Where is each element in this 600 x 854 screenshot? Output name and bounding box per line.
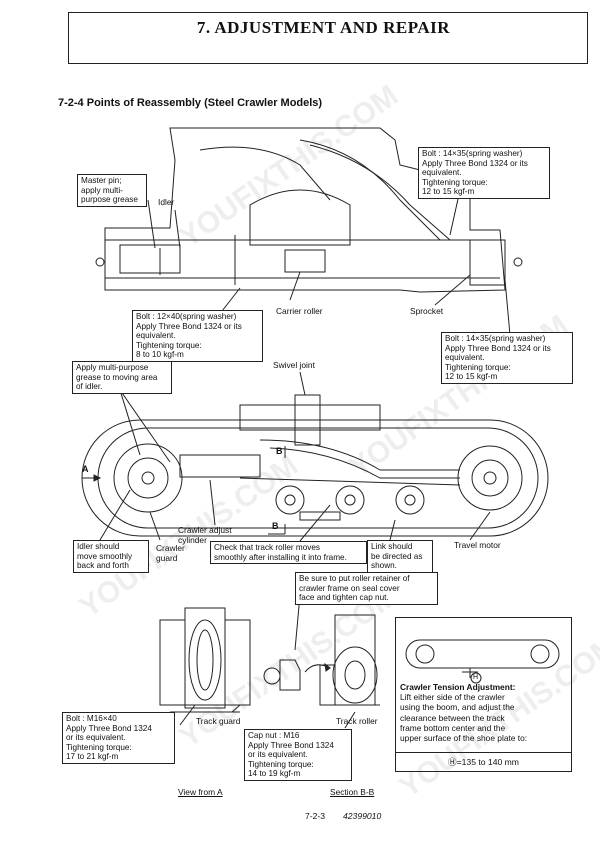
callout-bolt-m16: Bolt : M16×40 Apply Three Bond 1324 or i… bbox=[62, 712, 175, 764]
tension-heading: Crawler Tension Adjustment: bbox=[400, 682, 516, 692]
callout-bolt-top-right: Bolt : 14×35(spring washer) Apply Three … bbox=[418, 147, 550, 199]
page-number: 7-2-3 bbox=[305, 811, 326, 821]
callout-master-pin: Master pin; apply multi- purpose grease bbox=[77, 174, 147, 207]
tension-adjustment-box bbox=[395, 617, 572, 772]
label-idler: Idler bbox=[158, 197, 175, 207]
document-number: 42399010 bbox=[343, 811, 382, 821]
callout-apply-grease: Apply multi-purpose grease to moving are… bbox=[72, 361, 172, 394]
label-track-roller: Track roller bbox=[336, 716, 378, 726]
tension-formula: Ⓗ=135 to 140 mm bbox=[396, 752, 571, 770]
label-travel-motor: Travel motor bbox=[454, 540, 501, 550]
callout-idler-should: Idler should move smoothly back and fort… bbox=[73, 540, 149, 573]
arrow-a-label: A bbox=[82, 464, 89, 474]
label-swivel-joint: Swivel joint bbox=[273, 360, 315, 370]
label-crawler-adjust-cylinder: Crawler adjust cylinder bbox=[178, 525, 232, 545]
label-carrier-roller: Carrier roller bbox=[276, 306, 323, 316]
arrow-b-label-bottom: B bbox=[272, 521, 279, 531]
callout-bolt-right: Bolt : 14×35(spring washer) Apply Three … bbox=[441, 332, 573, 384]
callout-bolt-center: Bolt : 12×40(spring washer) Apply Three … bbox=[132, 310, 263, 362]
label-crawler-guard: Crawler guard bbox=[156, 543, 185, 563]
section-title: 7-2-4 Points of Reassembly (Steel Crawle… bbox=[58, 97, 323, 109]
page-title: 7. ADJUSTMENT AND REPAIR bbox=[196, 18, 450, 37]
callout-roller-retainer: Be sure to put roller retainer of crawle… bbox=[295, 572, 438, 605]
callout-link-should: Link should be directed as shown. bbox=[367, 540, 433, 573]
callout-cap-nut: Cap nut : M16 Apply Three Bond 1324 or i… bbox=[244, 729, 352, 781]
tension-instructions: Crawler Tension Adjustment: Lift either … bbox=[400, 682, 570, 743]
label-sprocket: Sprocket bbox=[410, 306, 444, 316]
callout-check-track-roller: Check that track roller moves smoothly a… bbox=[210, 541, 367, 565]
caption-section-bb: Section B-B bbox=[330, 787, 375, 797]
label-track-guard: Track guard bbox=[196, 716, 241, 726]
arrow-b-label-top: B bbox=[276, 446, 283, 456]
h-mark: H bbox=[473, 674, 479, 681]
header-frame bbox=[68, 12, 588, 64]
caption-view-from-a: View from A bbox=[178, 787, 223, 797]
